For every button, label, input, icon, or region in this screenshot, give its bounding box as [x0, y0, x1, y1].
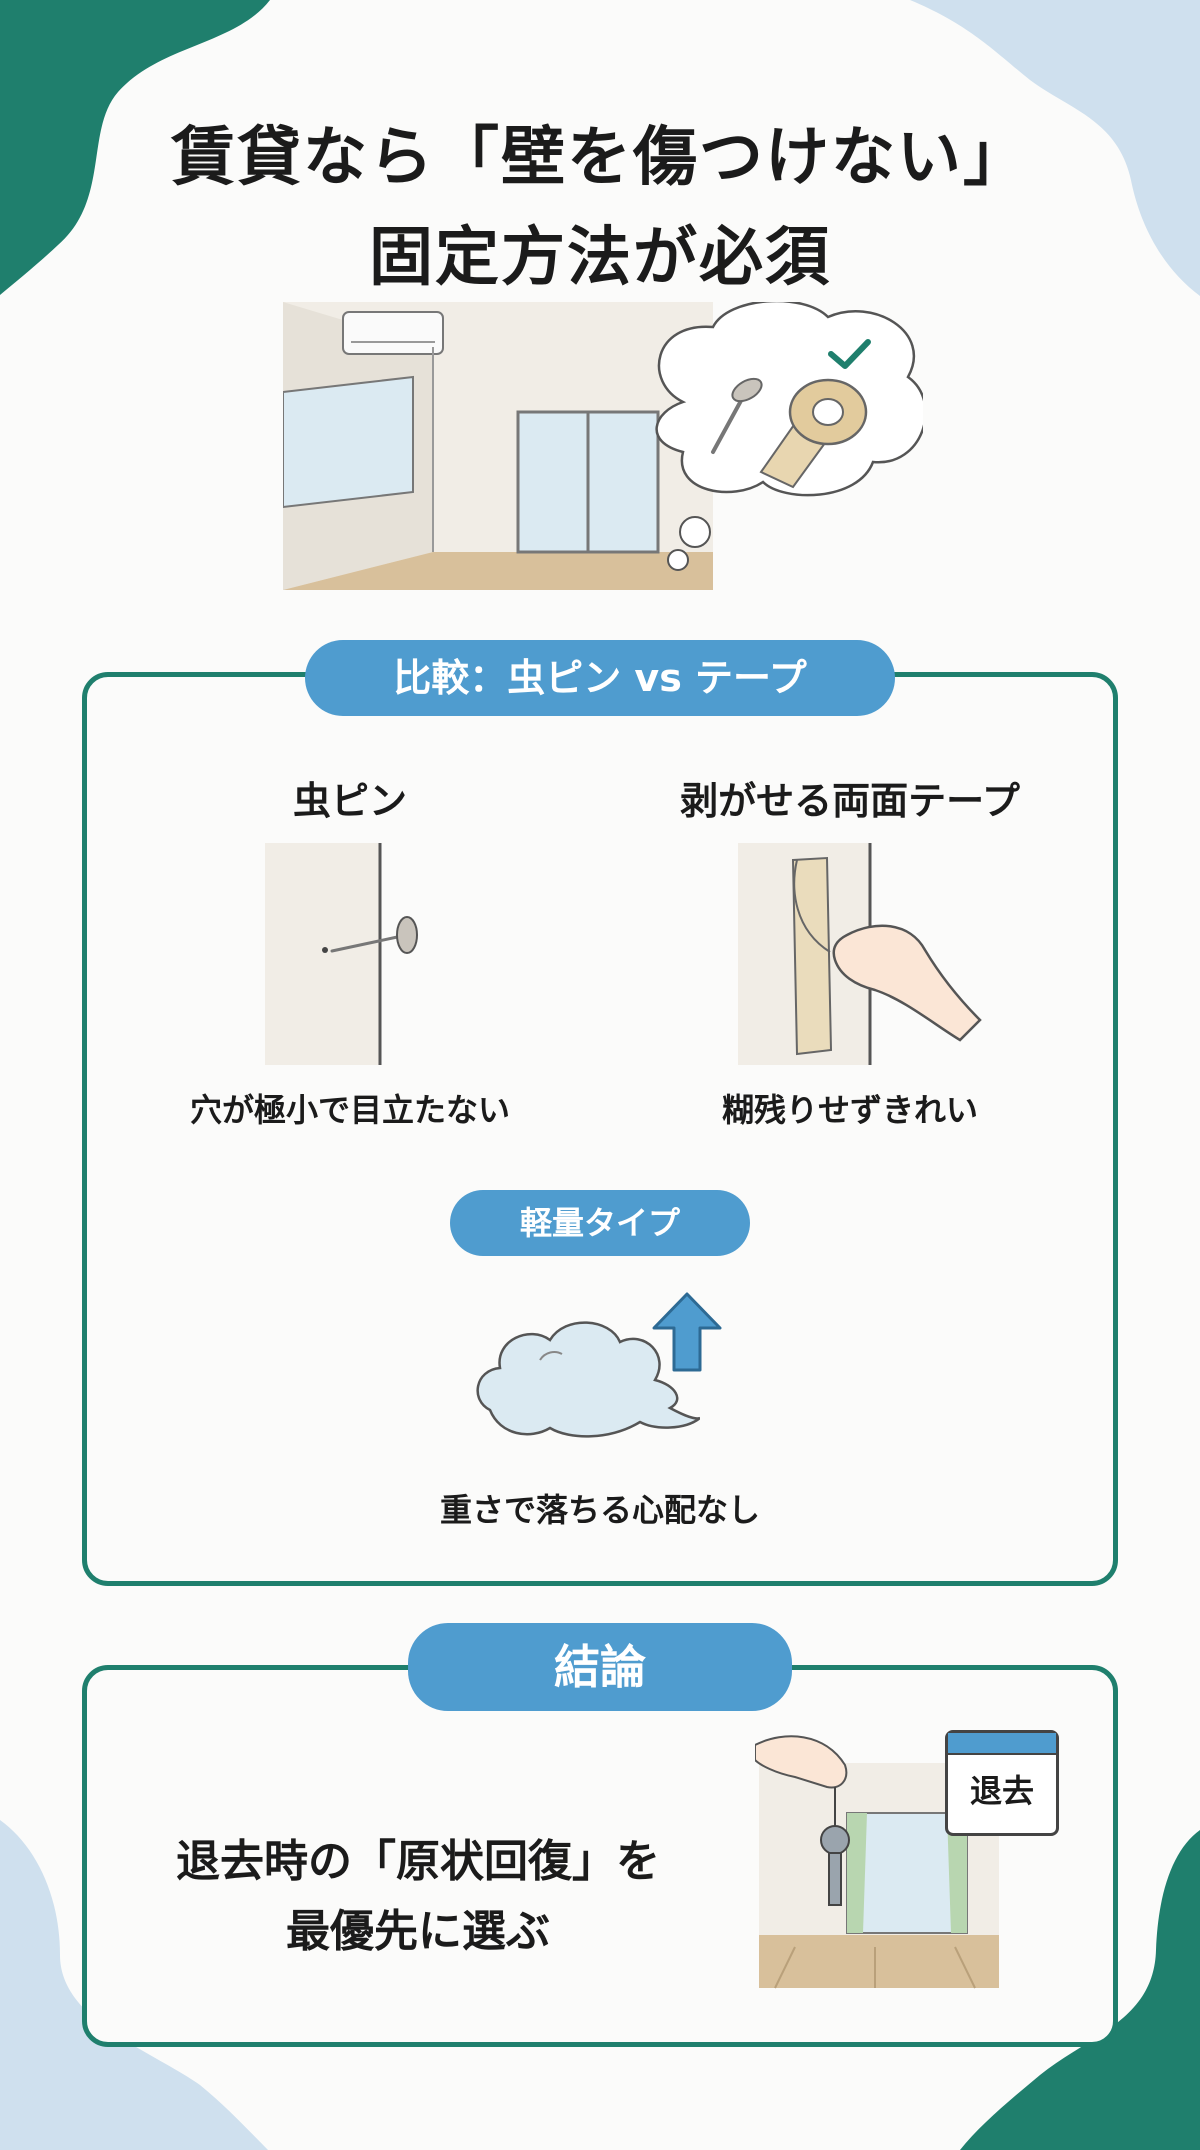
tape-caption: 糊残りせずきれい: [721, 1091, 978, 1129]
corner-blob-bottom-left: [0, 1820, 268, 2150]
comparison-badge: 比較：虫ピン vs テープ: [305, 640, 895, 716]
tape-roll-icon: [759, 378, 868, 489]
lightweight-badge: 軽量タイプ: [450, 1190, 750, 1256]
calendar-label: 退去: [969, 1772, 1034, 1810]
hand-icon: [755, 1735, 848, 1789]
tape-illustration: [738, 843, 982, 1065]
conclusion-badge: 結論: [408, 1623, 792, 1711]
pushpin-icon: [711, 377, 763, 454]
thought-bubble: [655, 302, 923, 571]
calendar-header: [948, 1733, 1056, 1755]
key-icon: [820, 1787, 850, 1906]
title-line-1: 賃貸なら「壁を傷つけない」: [171, 121, 1029, 195]
pin-heading: 虫ピン: [292, 779, 407, 823]
check-icon: [828, 339, 871, 369]
corner-blob-top-left: [0, 0, 270, 295]
tape-heading: 剥がせる両面テープ: [680, 779, 1020, 823]
calendar-icon: 退去: [945, 1730, 1059, 1836]
corner-blob-bottom-right: [960, 1830, 1200, 2150]
room-illustration: [283, 302, 923, 590]
cloud-icon: [476, 1321, 700, 1438]
title-line-2: 固定方法が必須: [369, 221, 831, 295]
pin-illustration: [265, 843, 418, 1065]
conclusion-line-2: 最優先に選ぶ: [286, 1906, 550, 1957]
page-title: 賃貸なら「壁を傷つけない」 固定方法が必須: [0, 108, 1200, 308]
up-arrow-icon: [652, 1292, 722, 1372]
lightweight-caption: 重さで落ちる心配なし: [439, 1491, 760, 1529]
conclusion-line-1: 退去時の「原状回復」を: [176, 1836, 660, 1887]
corner-blob-top-right: [910, 0, 1200, 296]
hand-icon: [832, 924, 982, 1042]
pushpin-icon: [330, 916, 418, 954]
pin-caption: 穴が極小で目立たない: [189, 1091, 510, 1129]
